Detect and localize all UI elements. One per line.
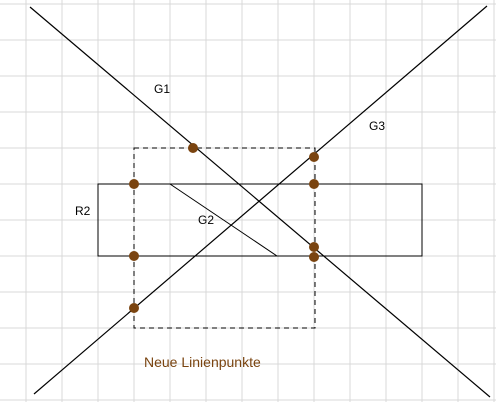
point-r2-top-left	[129, 179, 139, 189]
line-g3	[33, 5, 488, 395]
label-g1: G1	[154, 82, 171, 96]
new-line-points	[129, 143, 319, 313]
label-g3: G3	[369, 119, 386, 133]
point-r2-bottom-right	[309, 252, 319, 262]
point-r2-top-right	[309, 179, 319, 189]
label-r2: R2	[75, 204, 91, 218]
point-g1-dashed-top	[188, 143, 198, 153]
rectangle-r2	[97, 183, 423, 257]
point-g3-dashed-left	[129, 303, 139, 313]
dashed-rectangle	[133, 147, 316, 329]
line-g1	[29, 6, 491, 398]
point-r2-bottom-left	[129, 251, 139, 261]
line-g2	[169, 183, 278, 257]
label-g2: G2	[198, 213, 215, 227]
point-g1-dashed-right	[309, 242, 319, 252]
caption-new-line-points: Neue Linienpunkte	[144, 354, 261, 370]
point-g3-dashed-right	[309, 152, 319, 162]
